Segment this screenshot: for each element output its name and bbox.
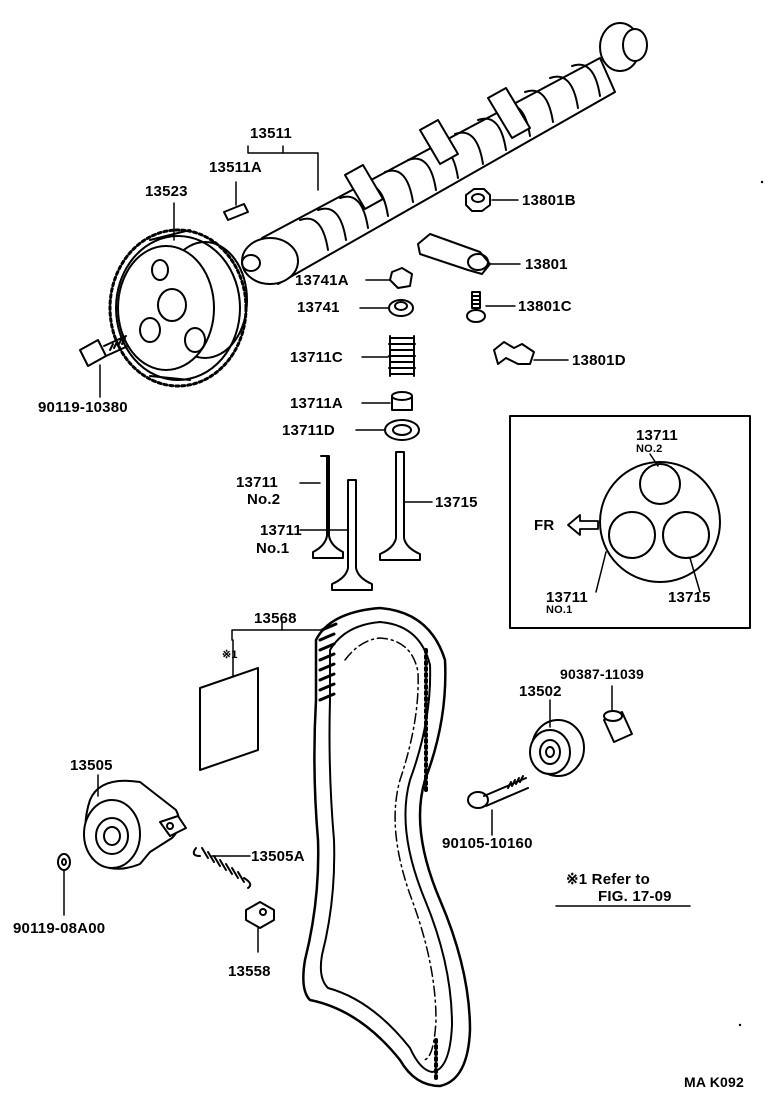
inset-label-top-number: 13711 [636,427,678,444]
camshaft-timing-gear [108,228,248,388]
label-13801C: 13801C [518,298,572,315]
spring-retainer-13711A [361,391,413,411]
tensioner-13505 [83,774,187,870]
label-13801: 13801 [525,256,568,273]
label-90105-10160: 90105-10160 [442,835,533,852]
valve-spring-13711C [361,335,416,377]
label-13741A: 13741A [295,272,349,289]
inset-label-left-suffix: NO.1 [546,604,573,616]
washer-90119-08A00 [57,853,71,916]
bolt-90105-10160 [467,775,529,836]
scan-noise [738,180,764,1027]
label-13711D: 13711D [282,422,335,439]
clip-13801D [493,341,569,365]
label-13711-no2-number: 13711 [236,474,278,491]
label-13711-no2-suffix: No.2 [247,491,281,508]
idler-pulley-13502 [529,699,585,777]
diagram-code: MA K092 [684,1074,745,1090]
reference-card [199,667,259,771]
camshaft [241,22,648,285]
label-13711C: 13711C [290,349,343,366]
label-13502: 13502 [519,683,562,700]
label-13801D: 13801D [572,352,626,369]
label-13511: 13511 [250,125,292,142]
label-13711-no1-number: 13711 [260,522,302,539]
inset-label-front: FR [534,517,555,534]
valve-position-inset [509,415,751,629]
front-arrow-icon [567,514,599,536]
valve-13711-no1 [299,479,373,591]
pin-13511A [223,181,249,221]
rocker-arm-13801 [417,233,521,275]
valve-13711-no2 [299,455,344,559]
bolt-90119-10380 [79,335,129,398]
collar-90387-11039 [603,685,633,743]
adjusting-screw-13801C [466,291,516,323]
inset-label-right-number: 13715 [668,589,711,606]
tension-spring-13505A [192,847,252,889]
label-refer-line2: FIG. 17-09 [598,888,672,905]
label-13505A: 13505A [251,848,305,865]
label-13801B: 13801B [522,192,576,209]
label-13741: 13741 [297,299,340,316]
nut-13801B [465,188,519,212]
label-13558: 13558 [228,963,271,980]
label-13715: 13715 [435,494,478,511]
label-13505: 13505 [70,757,113,774]
timing-belt [302,606,472,1088]
spring-seat-13711D [355,419,420,441]
shim-13741 [359,299,414,317]
valve-13715 [379,451,433,561]
stopper-13558 [245,901,275,953]
label-13568: 13568 [254,610,297,627]
label-13711-no1-suffix: No.1 [256,540,290,557]
inset-label-top-suffix: NO.2 [636,443,663,455]
label-13511A: 13511A [209,159,262,176]
label-13711A: 13711A [290,395,343,412]
label-90119-08A00: 90119-08A00 [13,920,106,937]
label-90387-11039: 90387-11039 [560,666,644,682]
label-13523: 13523 [145,183,188,200]
inset-label-left-number: 13711 [546,589,588,606]
label-refer-line1: ※1 Refer to [566,871,650,888]
label-note-mark: ※1 [222,649,238,661]
valve-lifter-13741A [365,267,413,289]
label-90119-10380: 90119-10380 [38,399,128,416]
